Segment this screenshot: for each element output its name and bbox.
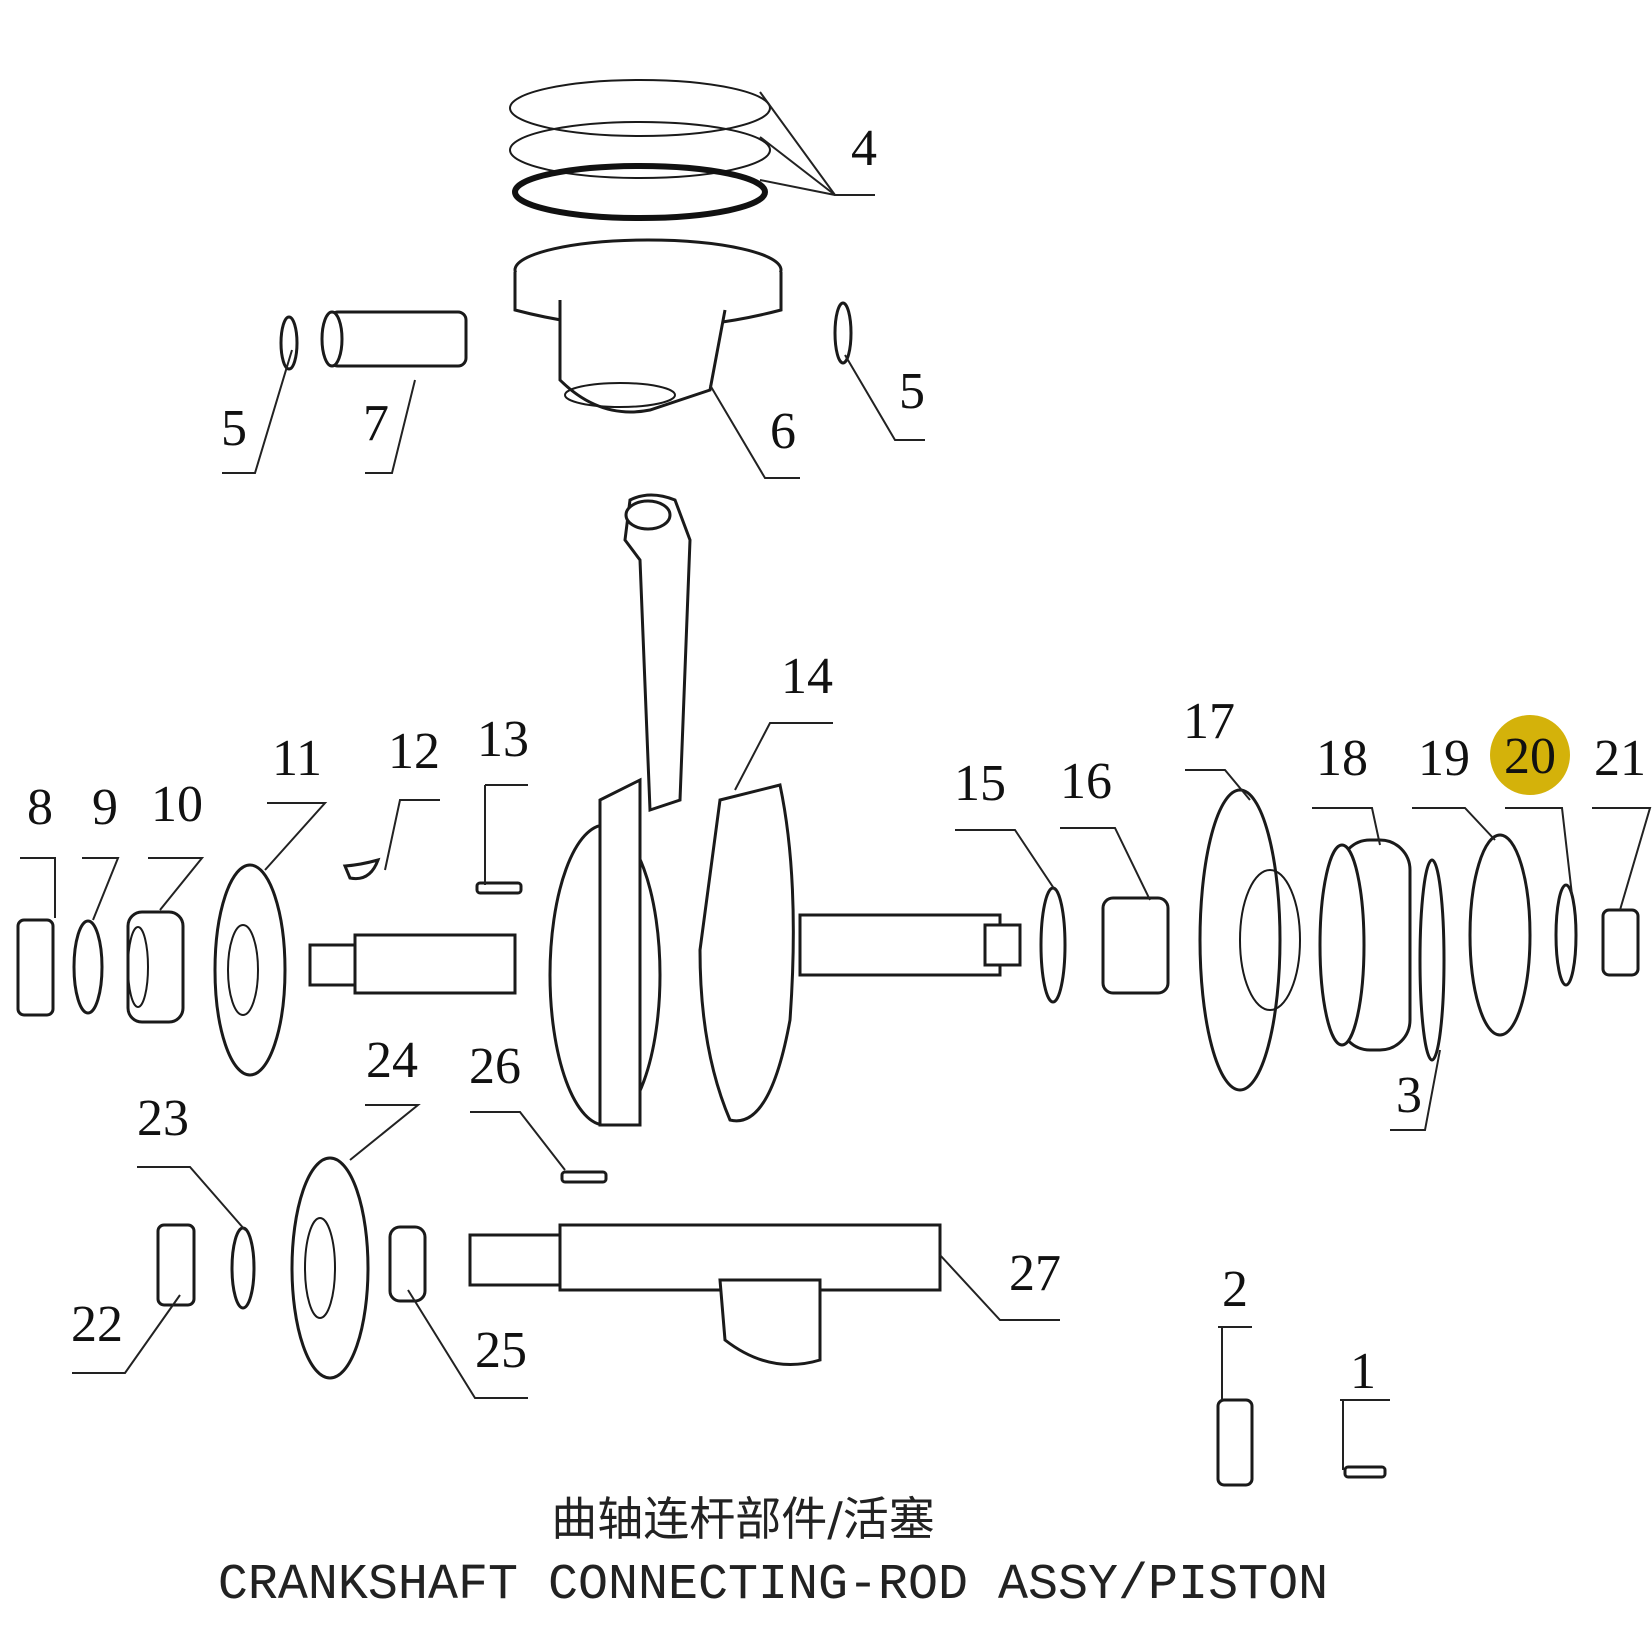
washer-9[interactable]: [72, 919, 104, 1015]
piston-pin[interactable]: [320, 310, 468, 368]
callout-12[interactable]: 12: [388, 723, 440, 780]
highlight-marker: [1490, 715, 1570, 795]
nut-8[interactable]: [16, 918, 55, 1017]
gear-11[interactable]: [213, 863, 287, 1077]
piston[interactable]: [513, 238, 783, 414]
callout-27[interactable]: 27: [1009, 1245, 1061, 1302]
callout-21[interactable]: 21: [1594, 730, 1646, 787]
gear-24[interactable]: [290, 1156, 370, 1380]
callout-1[interactable]: 1: [1350, 1343, 1376, 1400]
piston-rings[interactable]: [509, 79, 771, 221]
washer-3[interactable]: [1418, 858, 1446, 1062]
crankshaft-connecting-rod[interactable]: [308, 493, 1022, 1127]
washer-20[interactable]: [1554, 883, 1578, 987]
pin-26[interactable]: [560, 1170, 608, 1184]
woodruff-key-12[interactable]: [342, 857, 381, 881]
balancer-shaft-27[interactable]: [468, 1223, 942, 1366]
needle-bearing-16[interactable]: [1101, 896, 1170, 995]
bushing-25[interactable]: [388, 1225, 427, 1303]
title-chinese: 曲轴连杆部件/活塞: [551, 1492, 935, 1546]
callout-15[interactable]: 15: [954, 755, 1006, 812]
callout-4[interactable]: 4: [851, 120, 877, 177]
callout-10[interactable]: 10: [151, 776, 203, 833]
nut-2[interactable]: [1216, 1398, 1254, 1487]
callout-20[interactable]: 20: [1504, 728, 1556, 785]
pin-13[interactable]: [475, 881, 523, 895]
nut-21[interactable]: [1601, 908, 1640, 977]
callout-11[interactable]: 11: [272, 730, 322, 787]
callout-6[interactable]: 6: [770, 403, 796, 460]
piston-pin-clip-left[interactable]: [279, 315, 299, 371]
callout-2[interactable]: 2: [1222, 1261, 1248, 1318]
gear-19[interactable]: [1468, 833, 1532, 1037]
callout-18[interactable]: 18: [1316, 730, 1368, 787]
gear-17[interactable]: [1198, 788, 1301, 1092]
callout-9[interactable]: 9: [92, 779, 118, 836]
callout-8[interactable]: 8: [27, 779, 53, 836]
callout-19[interactable]: 19: [1418, 730, 1470, 787]
callout-24[interactable]: 24: [366, 1032, 418, 1089]
callout-14[interactable]: 14: [781, 648, 833, 705]
callout-5-right[interactable]: 5: [899, 363, 925, 420]
callout-22[interactable]: 22: [71, 1296, 123, 1353]
callout-5-left[interactable]: 5: [221, 400, 247, 457]
title-english: CRANKSHAFT CONNECTING-ROD ASSY/PISTON: [218, 1557, 1328, 1614]
washer-15[interactable]: [1039, 886, 1067, 1004]
callout-17[interactable]: 17: [1183, 693, 1235, 750]
callout-3[interactable]: 3: [1396, 1067, 1422, 1124]
callout-16[interactable]: 16: [1060, 753, 1112, 810]
piston-pin-clip-right[interactable]: [833, 301, 853, 365]
callout-7[interactable]: 7: [363, 395, 389, 452]
callout-26[interactable]: 26: [469, 1038, 521, 1095]
leader-lines: [20, 91, 1652, 1470]
callout-23[interactable]: 23: [137, 1090, 189, 1147]
callout-13[interactable]: 13: [477, 711, 529, 768]
gear-10[interactable]: [126, 910, 185, 1024]
pin-1[interactable]: [1343, 1465, 1387, 1479]
washer-23[interactable]: [230, 1226, 256, 1310]
callout-25[interactable]: 25: [475, 1322, 527, 1379]
nut-22[interactable]: [156, 1223, 196, 1307]
clutch-18[interactable]: [1318, 838, 1412, 1052]
